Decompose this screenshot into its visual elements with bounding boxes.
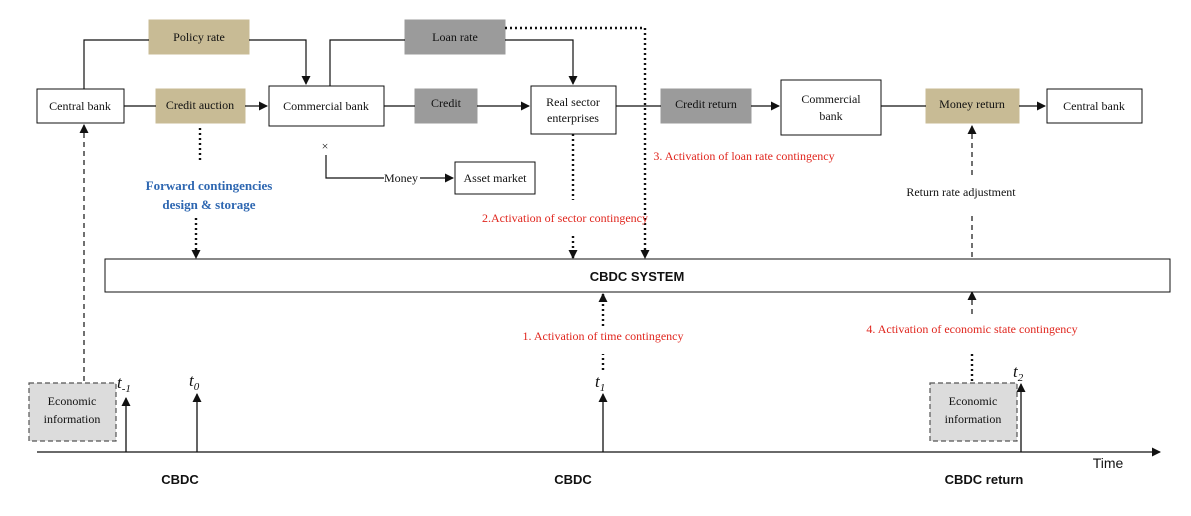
commercial-bank-2-label-line2: bank — [819, 109, 842, 123]
commercial-bank-1-label: Commercial bank — [283, 99, 369, 113]
activation-4-label: 4. Activation of economic state continge… — [866, 322, 1077, 336]
t2-label: t2 — [1013, 362, 1024, 384]
credit-box: Credit — [414, 88, 478, 124]
t-minus1-label: t-1 — [117, 373, 131, 395]
money-return-label: Money return — [939, 97, 1005, 111]
flow-arrows — [83, 39, 1046, 183]
forward-contingencies-line2: design & storage — [162, 197, 255, 212]
commercial-bank-1-box: Commercial bank — [268, 85, 385, 127]
cbdc-label-1: CBDC — [161, 472, 199, 487]
activation-3-label: 3. Activation of loan rate contingency — [653, 149, 834, 163]
central-bank-left-label: Central bank — [49, 99, 111, 113]
real-sector-label-line1: Real sector — [546, 95, 600, 109]
asset-market-box: Asset market — [454, 161, 536, 195]
cbdc-label-2: CBDC — [554, 472, 592, 487]
credit-return-box: Credit return — [660, 88, 752, 124]
t0-label: t0 — [189, 371, 200, 393]
dashed-connectors — [79, 26, 977, 381]
economic-info-right-line2: information — [945, 412, 1002, 426]
economic-info-right-box: Economic information — [929, 382, 1018, 442]
return-rate-adjustment-label: Return rate adjustment — [906, 185, 1016, 199]
money-label: Money — [384, 171, 418, 185]
t1-label: t1 — [595, 372, 605, 394]
timeline — [37, 383, 1161, 457]
credit-auction-box: Credit auction — [155, 88, 246, 124]
economic-info-right-line1: Economic — [949, 394, 998, 408]
economic-info-left-line1: Economic — [48, 394, 97, 408]
real-sector-box: Real sector enterprises — [530, 85, 617, 135]
activation-2-label: 2.Activation of sector contingency — [482, 211, 648, 225]
economic-info-left-box: Economic information — [28, 382, 117, 442]
central-bank-right-box: Central bank — [1046, 88, 1143, 124]
credit-label: Credit — [431, 96, 462, 110]
cbdc-system-box: CBDC SYSTEM — [104, 258, 1171, 293]
economic-info-left-line2: information — [44, 412, 101, 426]
cbdc-system-label: CBDC SYSTEM — [590, 269, 685, 284]
commercial-bank-2-box: Commercial bank — [780, 79, 882, 136]
commercial-bank-2-label-line1: Commercial — [801, 92, 861, 106]
credit-return-label: Credit return — [675, 97, 737, 111]
loan-rate-label: Loan rate — [432, 30, 478, 44]
money-return-box: Money return — [925, 88, 1020, 124]
credit-auction-label: Credit auction — [166, 98, 234, 112]
cross-mark: × — [322, 139, 329, 153]
cbdc-return-label: CBDC return — [945, 472, 1024, 487]
loan-rate-box: Loan rate — [404, 19, 506, 55]
forward-contingencies-line1: Forward contingencies — [146, 178, 273, 193]
asset-market-label: Asset market — [464, 171, 528, 185]
activation-1-label: 1. Activation of time contingency — [523, 329, 684, 343]
central-bank-right-label: Central bank — [1063, 99, 1125, 113]
real-sector-label-line2: enterprises — [547, 111, 599, 125]
policy-rate-label: Policy rate — [173, 30, 225, 44]
policy-rate-box: Policy rate — [148, 19, 250, 55]
time-axis-label: Time — [1093, 455, 1124, 471]
central-bank-left-box: Central bank — [36, 88, 125, 124]
